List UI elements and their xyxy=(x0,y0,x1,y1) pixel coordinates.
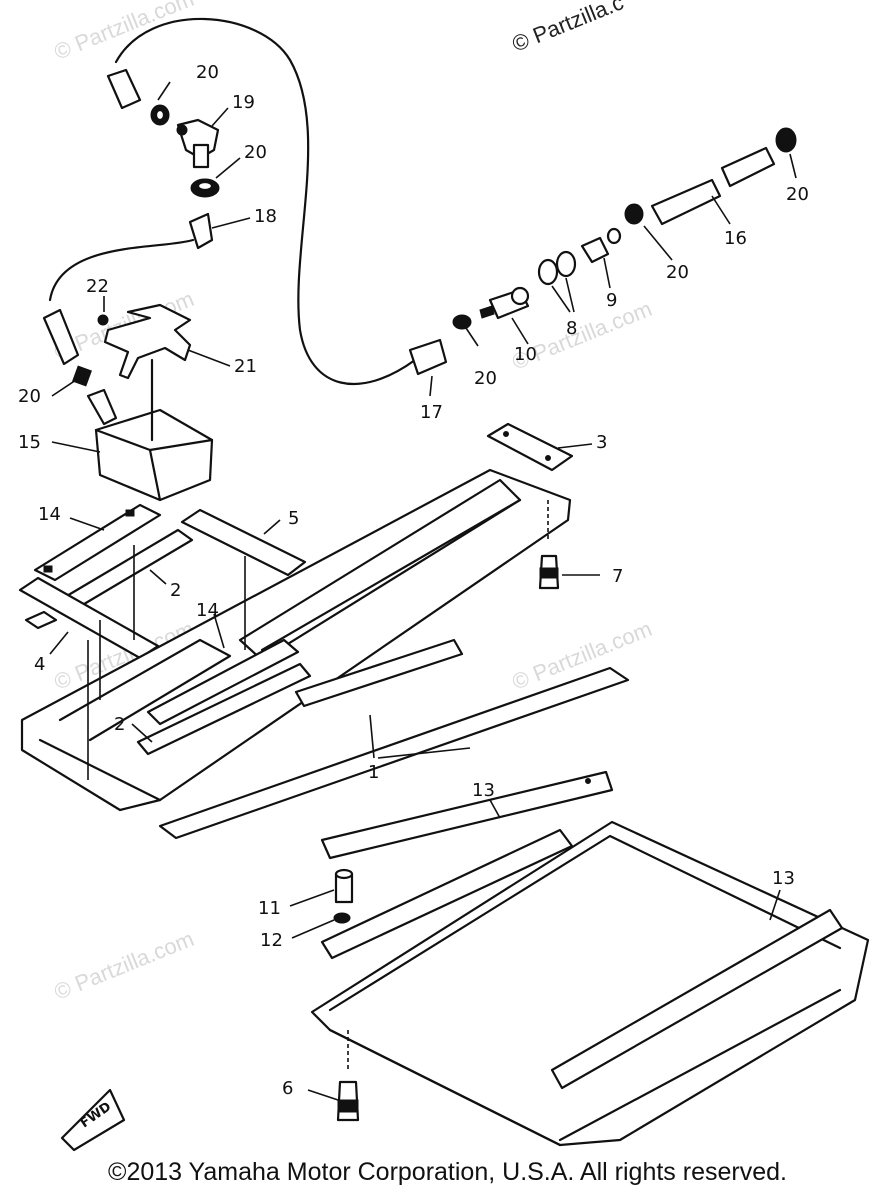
hose-18 xyxy=(188,212,214,250)
callout-12: 12 xyxy=(260,930,283,951)
washer-12 xyxy=(333,912,351,924)
callout-8: 8 xyxy=(566,318,577,339)
watermark: © Partzilla.com xyxy=(51,926,198,1005)
callout-4: 4 xyxy=(34,654,45,675)
strip-12 xyxy=(320,828,574,960)
callout-10: 10 xyxy=(514,344,537,365)
hose-piece-left xyxy=(42,308,80,366)
fuel-tank-15 xyxy=(86,358,214,502)
clamp-20-right xyxy=(624,203,644,225)
copyright-notice: ©2013 Yamaha Motor Corporation, U.S.A. A… xyxy=(108,1158,787,1186)
callout-16: 16 xyxy=(724,228,747,249)
strip-1-lower xyxy=(158,666,630,840)
callout-5: 5 xyxy=(288,508,299,529)
upper-frame-plate xyxy=(20,468,572,812)
elbow-fitting-19 xyxy=(176,118,220,169)
callout-13: 13 xyxy=(472,780,495,801)
callout-20: 20 xyxy=(244,142,267,163)
callout-2: 2 xyxy=(114,714,125,735)
pad-2-mid xyxy=(136,662,312,756)
leader-lines xyxy=(49,81,797,1101)
strip-13-upper xyxy=(320,770,614,860)
callout-9: 9 xyxy=(606,290,617,311)
lower-bottom-plate xyxy=(310,820,870,1147)
watermark: © Partzilla.com xyxy=(51,0,198,65)
nut-9 xyxy=(580,227,622,264)
strip-1-upper xyxy=(294,638,464,708)
watermark-top: © Partzilla.c xyxy=(509,0,627,57)
callout-20: 20 xyxy=(18,386,41,407)
callout-19: 19 xyxy=(232,92,255,113)
callout-17: 17 xyxy=(420,402,443,423)
hose-16 xyxy=(650,146,776,226)
callout-21: 21 xyxy=(234,356,257,377)
callout-15: 15 xyxy=(18,432,41,453)
clamp-20-mid xyxy=(190,178,220,198)
washers-8 xyxy=(537,250,577,286)
callout-20: 20 xyxy=(666,262,689,283)
callout-11: 11 xyxy=(258,898,281,919)
bolt-6 xyxy=(336,1030,360,1122)
callout-3: 3 xyxy=(596,432,607,453)
hose-line-18 xyxy=(48,238,195,302)
callout-2: 2 xyxy=(170,580,181,601)
pad-4-tab xyxy=(24,610,58,630)
callout-20: 20 xyxy=(786,184,809,205)
bracket-21 xyxy=(103,303,192,380)
hose-fitting-20-top xyxy=(106,68,170,126)
clamp-20-17 xyxy=(452,314,472,330)
screw-22 xyxy=(97,314,109,326)
forward-arrow-icon: FWD xyxy=(60,1088,126,1152)
fitting-20-left xyxy=(72,365,92,387)
pad-14-mid xyxy=(146,638,300,726)
clamp-20-end xyxy=(775,127,797,153)
hose-17 xyxy=(408,338,448,376)
pin-11 xyxy=(334,868,354,904)
callout-22: 22 xyxy=(86,276,109,297)
fuel-hose-line xyxy=(114,17,417,385)
pad-14-top xyxy=(33,503,162,582)
callout-18: 18 xyxy=(254,206,277,227)
callout-6: 6 xyxy=(282,1078,293,1099)
callout-13: 13 xyxy=(772,868,795,889)
callout-7: 7 xyxy=(612,566,623,587)
valve-10 xyxy=(479,286,530,320)
callout-1: 1 xyxy=(368,762,379,783)
callout-14: 14 xyxy=(196,600,219,621)
callout-20: 20 xyxy=(474,368,497,389)
strip-13-lower xyxy=(550,908,844,1090)
callout-20: 20 xyxy=(196,62,219,83)
bolt-7 xyxy=(538,500,560,590)
plate-3 xyxy=(486,422,574,472)
callout-14: 14 xyxy=(38,504,61,525)
pad-5 xyxy=(180,508,307,577)
